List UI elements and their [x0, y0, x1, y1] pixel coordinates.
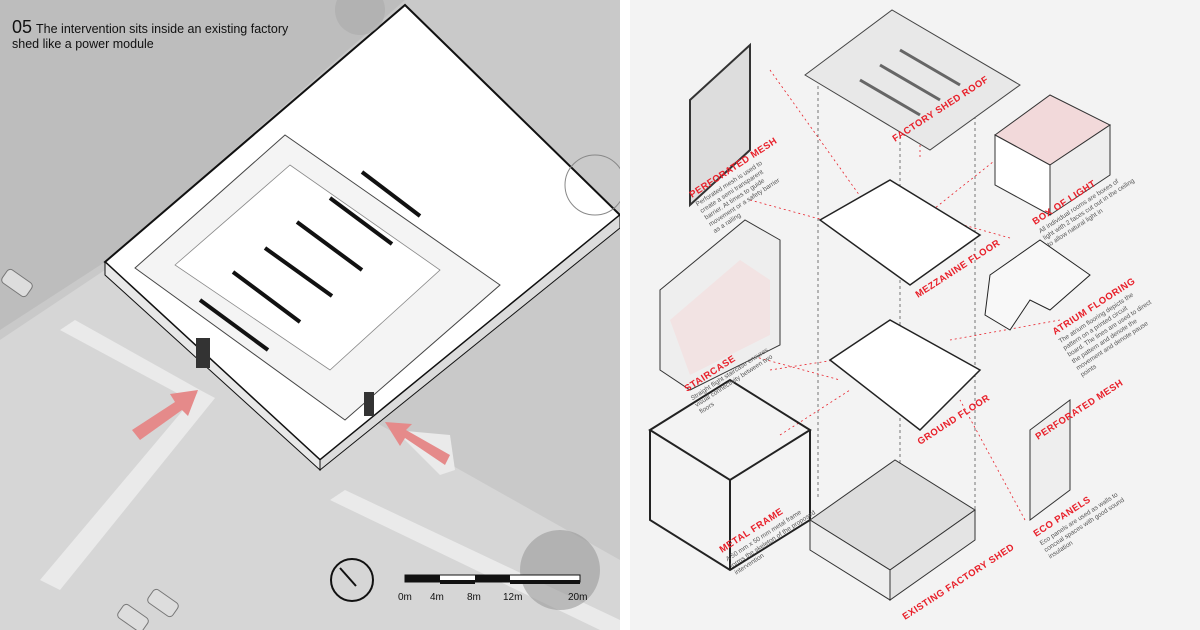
title-line: shed like a power module — [12, 37, 154, 51]
exploded-drawing: PERFORATED MESH Perforated mesh is used … — [648, 9, 1153, 623]
scale-tick: 12m — [503, 592, 522, 603]
scale-tick: 20m — [568, 592, 587, 603]
entrance-door — [196, 338, 210, 368]
car — [1, 268, 33, 298]
scale-tick: 8m — [467, 592, 481, 603]
car — [147, 588, 179, 618]
scale-tick: 4m — [430, 592, 444, 603]
title-number: 05 — [12, 17, 33, 37]
ground-floor — [828, 319, 982, 431]
side-door — [364, 392, 374, 416]
entry-arrow-icon — [132, 390, 198, 440]
north-arrow-icon — [330, 558, 374, 602]
panel-divider — [620, 0, 630, 630]
existing-factory-shed — [809, 459, 976, 601]
exploded-axonometric-panel: PERFORATED MESH Perforated mesh is used … — [630, 0, 1200, 630]
tree — [335, 0, 385, 35]
perforated-mesh-panel — [689, 42, 751, 208]
car — [117, 603, 149, 630]
skylights — [198, 170, 422, 352]
factory-shed-roof — [804, 9, 1021, 151]
entry-arrow-icon — [385, 422, 450, 465]
tree — [564, 154, 620, 216]
mezzanine-floor — [818, 179, 982, 286]
atrium-flooring — [984, 239, 1091, 331]
metal-frame — [648, 378, 812, 572]
path — [40, 390, 215, 590]
eco-panels — [1029, 399, 1071, 521]
title-line: The intervention sits inside an existing… — [36, 22, 289, 36]
path — [60, 320, 200, 400]
site-drawing: 0m 4m 8m 12m 20m — [0, 0, 620, 630]
scale-tick: 0m — [398, 592, 412, 603]
label-metal-frame: METAL FRAME A 50 mm x 50 mm metal frame … — [718, 506, 818, 576]
label-perforated-mesh-2: PERFORATED MESH — [1034, 378, 1126, 443]
tree — [520, 530, 600, 610]
scale-bar: 0m 4m 8m 12m 20m — [398, 574, 587, 603]
road — [0, 0, 405, 330]
component-label: PERFORATED MESH — [1034, 378, 1126, 443]
